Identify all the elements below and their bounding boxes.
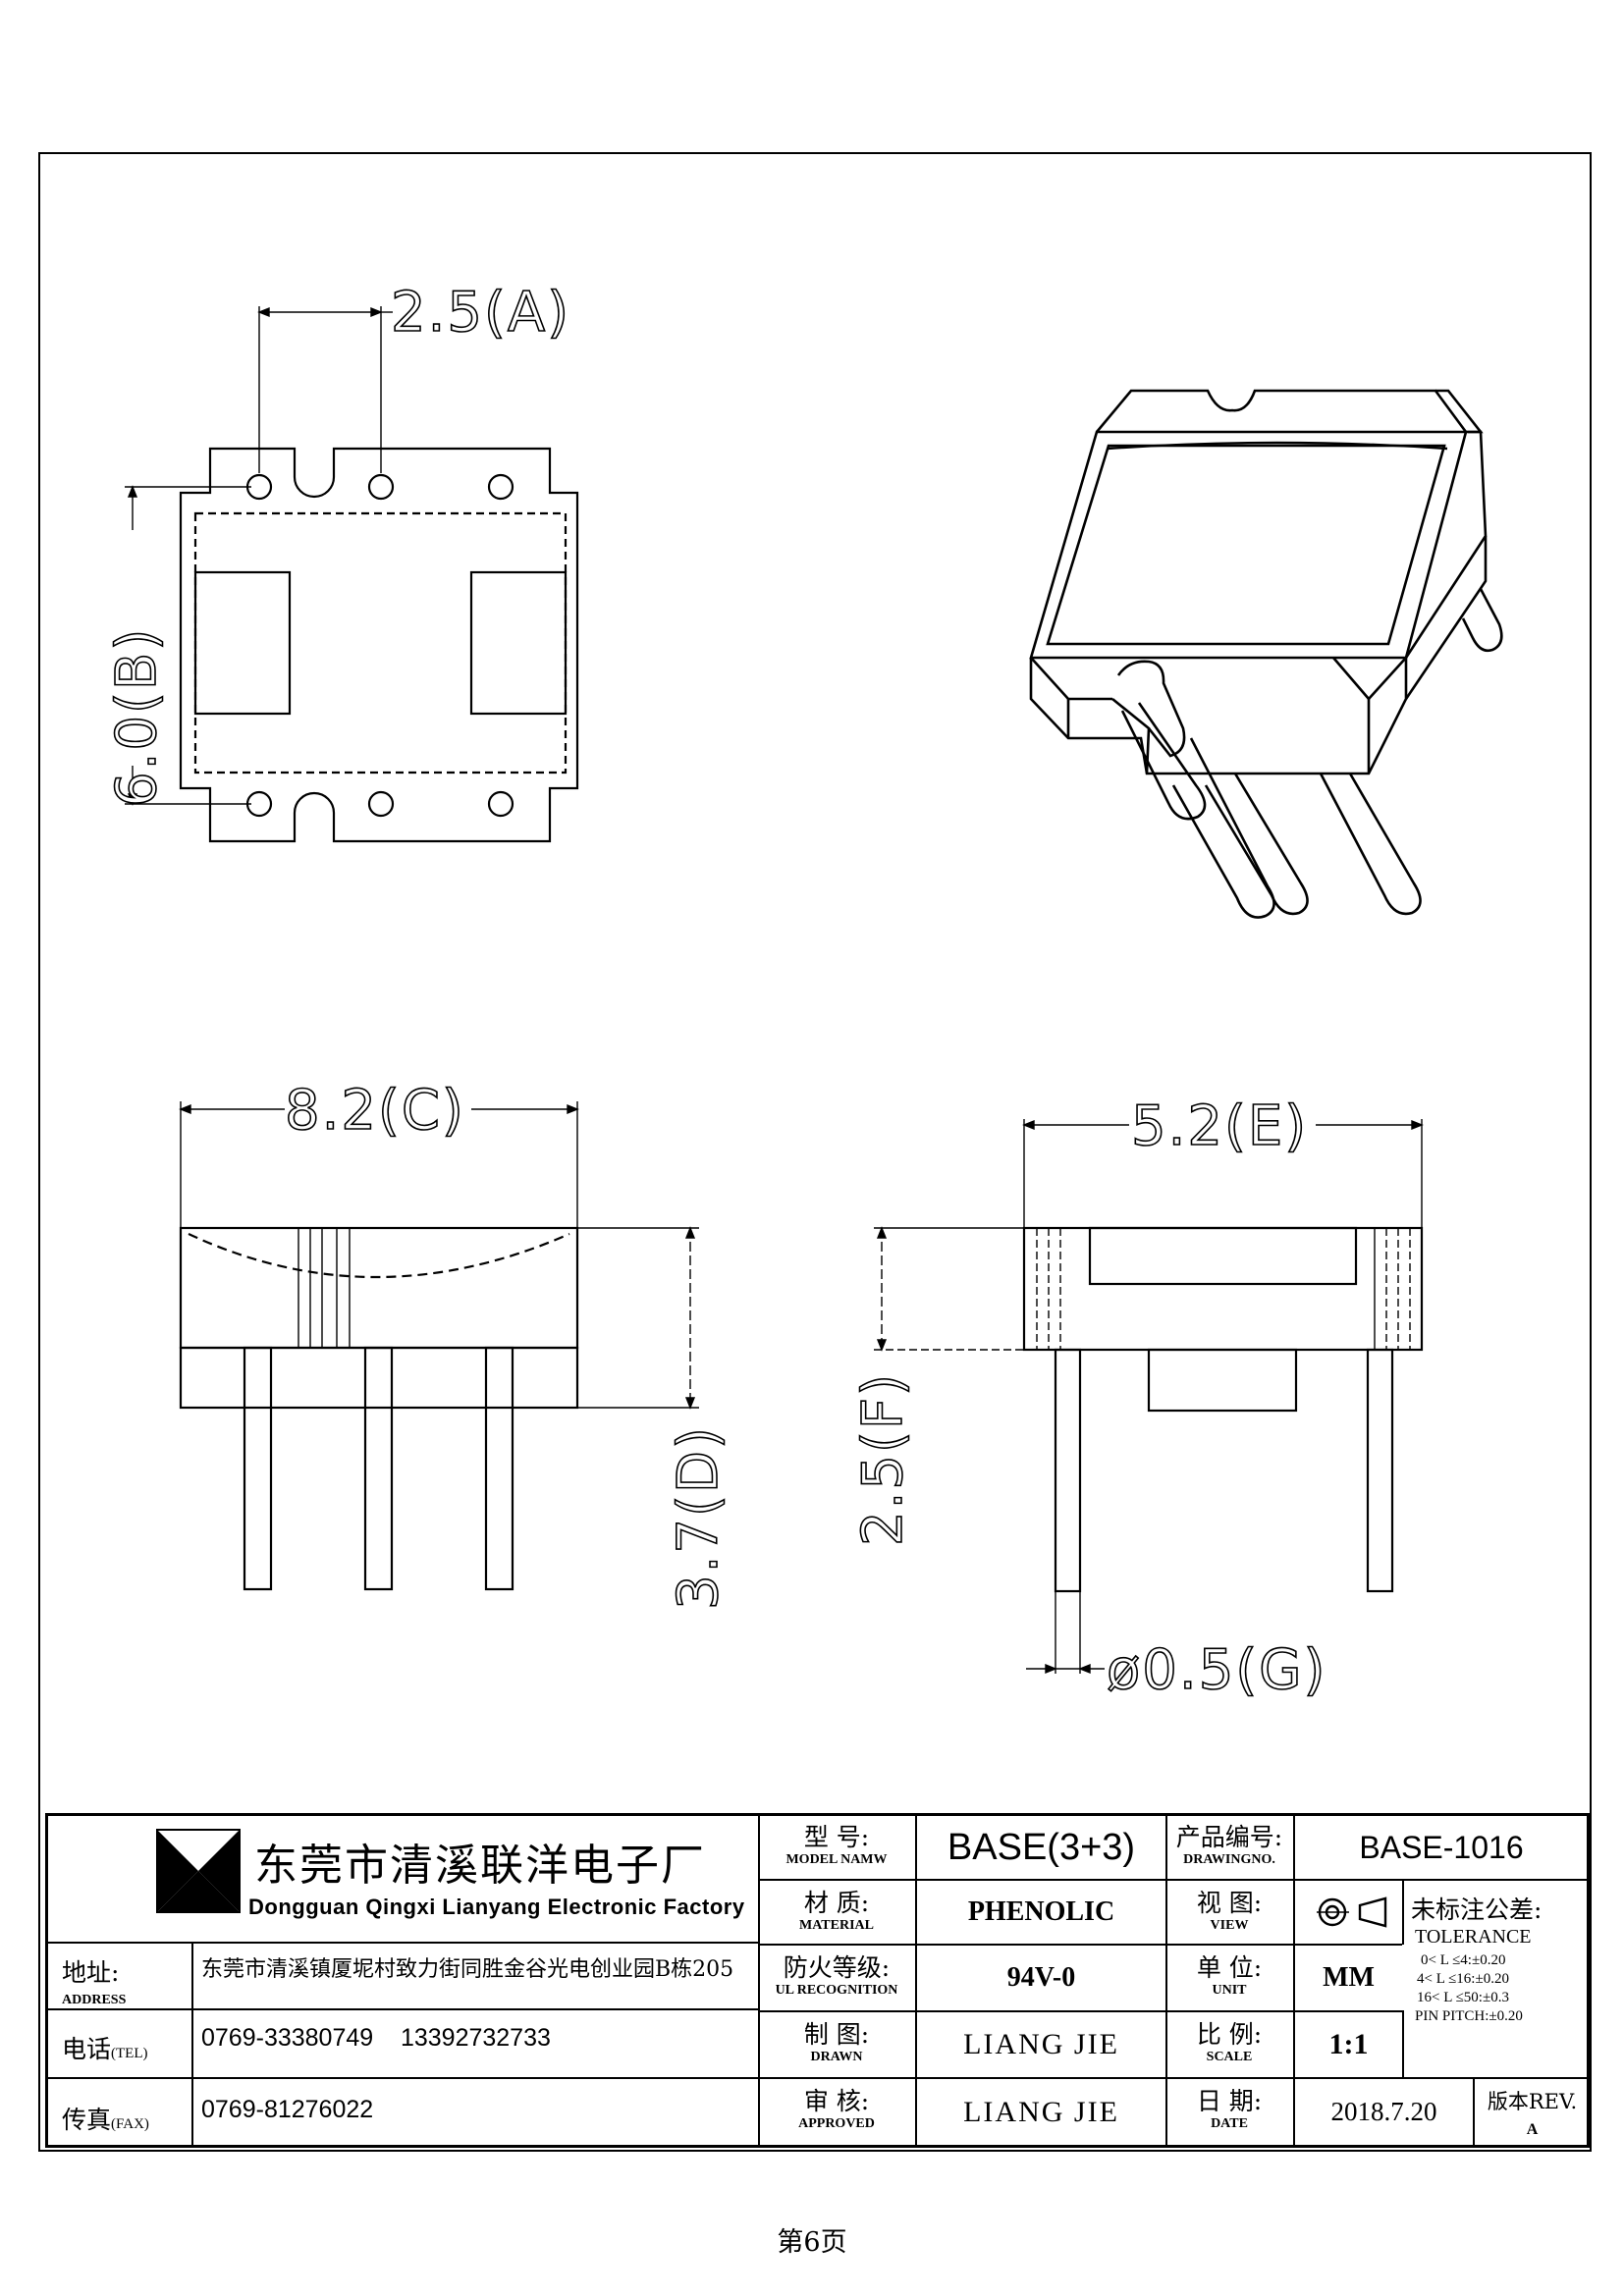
dimension-label-f: 2.5(F) <box>851 1372 915 1546</box>
view-label: 视 图:VIEW <box>1196 1889 1263 1933</box>
fax-value: 0769-81276022 <box>201 2096 374 2123</box>
dimension-label-g: ø0.5(G) <box>1107 1638 1326 1702</box>
model-label: 型 号:MODEL NAMW <box>785 1823 888 1867</box>
model-value: BASE(3+3) <box>947 1826 1136 1868</box>
dimension-label-a: 2.5(A) <box>391 281 570 345</box>
top-view <box>179 447 579 843</box>
unit-value: MM <box>1323 1962 1375 1993</box>
date-value: 2018.7.20 <box>1330 2097 1437 2126</box>
address-value: 东莞市清溪镇厦坭村致力街同胜金谷光电创业园B栋205 <box>201 1957 734 1982</box>
company-logo-icon <box>156 1829 241 1913</box>
drawn-value: LIANG JIE <box>963 2028 1119 2060</box>
ul-label: 防火等级:UL RECOGNITION <box>775 1953 898 1998</box>
company-name-cn: 东莞市清溪联洋电子厂 <box>254 1841 706 1891</box>
front-view <box>179 1226 579 1591</box>
dimension-g <box>1026 1591 1105 1675</box>
ul-value: 94V-0 <box>1006 1962 1076 1993</box>
unit-label: 单 位:UNIT <box>1196 1953 1263 1998</box>
dimension-c <box>179 1101 579 1228</box>
dimension-e <box>1022 1119 1424 1228</box>
side-view <box>1022 1226 1424 1593</box>
page-number: 第6页 <box>777 2227 847 2258</box>
drawingno-value: BASE-1016 <box>1359 1829 1524 1865</box>
dimension-label-c: 8.2(C) <box>285 1079 465 1143</box>
company-name-en: Dongguan Qingxi Lianyang Electronic Fact… <box>248 1895 745 1919</box>
drawingno-label: 产品编号:DRAWINGNO. <box>1175 1823 1283 1867</box>
dimension-f <box>874 1226 1149 1352</box>
tel-value: 0769-33380749 13392732733 <box>201 2024 551 2052</box>
dimension-label-e: 5.2(E) <box>1131 1095 1308 1158</box>
tel-label: 电话(TEL) <box>62 2035 148 2063</box>
scale-value: 1:1 <box>1328 2028 1369 2060</box>
dimension-d <box>577 1226 699 1410</box>
address-label: 地址: ADDRESS <box>62 1958 127 2007</box>
approved-value: LIANG JIE <box>963 2095 1119 2128</box>
fax-label: 传真(FAX) <box>62 2106 149 2134</box>
dimension-b <box>125 485 251 806</box>
drawing-border <box>38 152 1592 2152</box>
title-block: 东莞市清溪联洋电子厂 Dongguan Qingxi Lianyang Elec… <box>45 1813 1590 2148</box>
tolerance-block: 未标注公差: TOLERANCE 0< L ≤4:±0.20 4< L ≤16:… <box>1411 1896 1543 2024</box>
drawn-label: 制 图:DRAWN <box>803 2020 870 2064</box>
date-label: 日 期:DATE <box>1196 2087 1263 2131</box>
isometric-view <box>1029 389 1503 919</box>
material-value: PHENOLIC <box>967 1896 1115 1927</box>
projection-symbol-icon <box>1317 1896 1387 1928</box>
technical-drawing: 2.5(A) 6.0(B) 8.2(C) 3.7(D) 5.2(E) 2.5(F… <box>104 280 1503 1703</box>
material-label: 材 质:MATERIAL <box>799 1889 874 1933</box>
dimension-label-b: 6.0(B) <box>105 627 169 807</box>
dimension-a <box>257 306 393 473</box>
approved-label: 审 核:APPROVED <box>798 2087 875 2131</box>
dimension-label-d: 3.7(D) <box>667 1425 731 1610</box>
revision-block: 版本REV. A <box>1487 2090 1578 2138</box>
scale-label: 比 例:SCALE <box>1196 2020 1263 2064</box>
